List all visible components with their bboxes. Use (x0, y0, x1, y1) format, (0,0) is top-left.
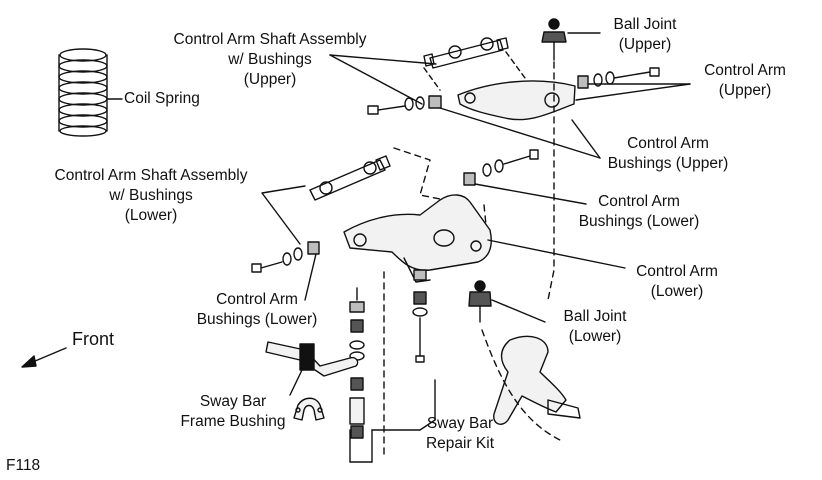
frame-bushing-drawing (293, 397, 325, 421)
lower-shaft-drawing (309, 155, 391, 201)
label-control-arm-bushings-upper: Control Arm Bushings (Upper) (607, 135, 729, 172)
front-arrow-drawing (21, 347, 67, 368)
lower-left-bolt-drawing (251, 241, 320, 273)
coil-spring-drawing (58, 48, 108, 137)
label-ball-joint-lower: Ball Joint (Lower) (563, 308, 627, 345)
label-coil-spring: Coil Spring (124, 90, 200, 107)
label-control-arm-shaft-upper: Control Arm Shaft Assembly w/ Bushings (… (173, 31, 367, 88)
lower-control-arm-drawing (343, 194, 492, 283)
lower-right-bolt-drawing (463, 149, 539, 186)
upper-bolt-drawing (367, 95, 442, 115)
label-front: Front (72, 329, 115, 349)
label-control-arm-shaft-lower: Control Arm Shaft Assembly w/ Bushings (… (54, 167, 248, 224)
sway-bar-link-stack-left (349, 287, 365, 439)
upper-shaft-drawing (423, 37, 509, 69)
upper-control-arm-drawing (457, 80, 576, 121)
label-sway-bar-frame-bushing: Sway Bar Frame Bushing (180, 393, 286, 430)
label-ball-joint-upper: Ball Joint (Upper) (613, 16, 677, 53)
label-control-arm-upper: Control Arm (Upper) (704, 62, 786, 99)
sway-bar-drawing (265, 341, 359, 377)
sway-bar-link-stack-right (412, 269, 428, 363)
label-sway-bar-repair-kit: Sway Bar Repair Kit (425, 415, 495, 452)
label-control-arm-lower: Control Arm (Lower) (636, 263, 718, 300)
label-control-arm-bushings-lower-right: Control Arm Bushings (Lower) (578, 193, 700, 230)
upper-right-bushings-drawing (577, 67, 660, 89)
upper-ball-joint-drawing (541, 18, 567, 61)
lower-ball-joint-drawing (468, 280, 492, 323)
steering-knuckle-drawing (481, 329, 581, 441)
figure-id: F118 (6, 457, 41, 474)
label-control-arm-bushings-lower-left: Control Arm Bushings (Lower) (196, 291, 318, 328)
